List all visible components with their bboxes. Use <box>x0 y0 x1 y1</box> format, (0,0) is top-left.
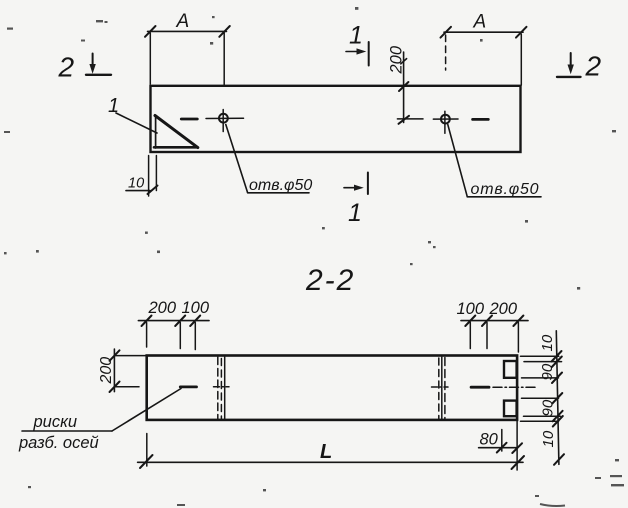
svg-text:2-2: 2-2 <box>305 264 355 297</box>
svg-text:10: 10 <box>540 430 557 447</box>
svg-text:отв.φ50: отв.φ50 <box>249 177 312 194</box>
svg-text:200: 200 <box>489 300 518 318</box>
svg-text:10: 10 <box>128 176 144 192</box>
svg-text:200: 200 <box>148 299 177 317</box>
svg-text:L: L <box>320 441 332 463</box>
svg-text:A: A <box>473 12 487 33</box>
svg-text:200: 200 <box>98 357 115 385</box>
svg-text:1: 1 <box>348 199 362 227</box>
svg-text:1: 1 <box>349 22 363 50</box>
svg-text:200: 200 <box>388 45 406 74</box>
svg-text:100: 100 <box>457 300 485 318</box>
svg-text:отв.φ50: отв.φ50 <box>471 181 540 198</box>
svg-text:2: 2 <box>58 52 75 83</box>
svg-text:разб. осей: разб. осей <box>18 434 99 452</box>
svg-text:A: A <box>176 11 190 32</box>
svg-text:1: 1 <box>108 95 119 117</box>
svg-text:2: 2 <box>585 51 602 82</box>
svg-text:90: 90 <box>540 399 557 416</box>
svg-text:80: 80 <box>480 431 499 449</box>
svg-text:10: 10 <box>539 334 556 351</box>
svg-text:100: 100 <box>182 299 210 317</box>
svg-text:90: 90 <box>539 363 556 380</box>
svg-text:риски: риски <box>33 413 78 431</box>
